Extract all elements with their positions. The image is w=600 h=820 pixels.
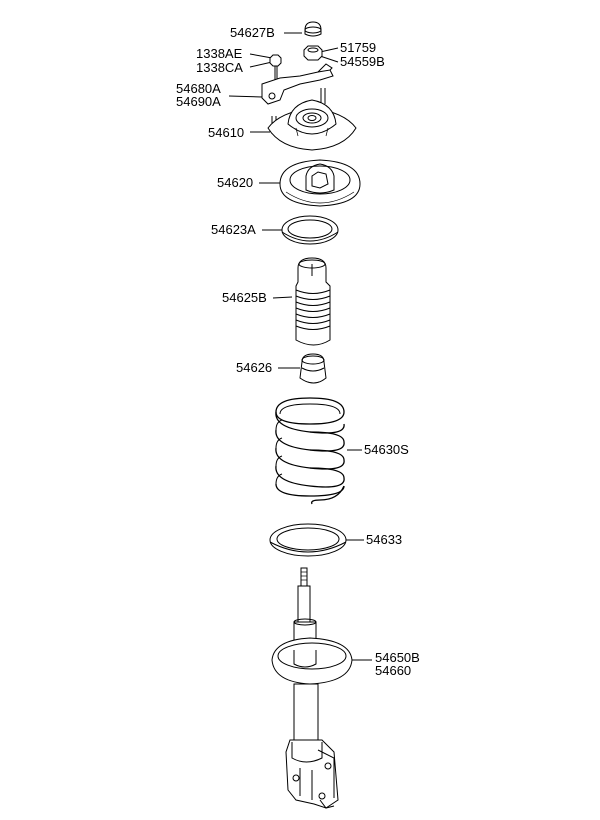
label-54559B: 54559B (340, 54, 385, 69)
leader-lines (228, 32, 372, 661)
label-54690A: 54690A (176, 94, 221, 109)
label-1338AE: 1338AE (196, 46, 243, 61)
dust-boot-54625B (295, 257, 331, 346)
strut-assembly-54650B (271, 567, 353, 809)
label-51759: 51759 (340, 40, 376, 55)
label-54610: 54610 (208, 125, 244, 140)
label-54650B: 54650B (375, 650, 420, 665)
label-54620: 54620 (217, 175, 253, 190)
spring-pad-54623A (281, 215, 339, 245)
nut-51759 (303, 45, 323, 61)
bump-stopper-54626 (299, 353, 327, 384)
label-54633: 54633 (366, 532, 402, 547)
bracket-54680A (261, 63, 334, 105)
label-54625B: 54625B (222, 290, 267, 305)
lower-spring-pad-54633 (269, 523, 347, 557)
label-54627B: 54627B (230, 25, 275, 40)
label-54630S: 54630S (364, 442, 409, 457)
label-54626: 54626 (236, 360, 272, 375)
upper-spring-seat-54620 (279, 159, 361, 207)
label-54680A: 54680A (176, 81, 221, 96)
label-1338CA: 1338CA (196, 60, 243, 75)
label-54660: 54660 (375, 663, 411, 678)
top-mount-54610 (267, 88, 357, 151)
label-54623A: 54623A (211, 222, 256, 237)
dust-cap-54627B (304, 21, 322, 37)
coil-spring-54630S (275, 397, 345, 505)
